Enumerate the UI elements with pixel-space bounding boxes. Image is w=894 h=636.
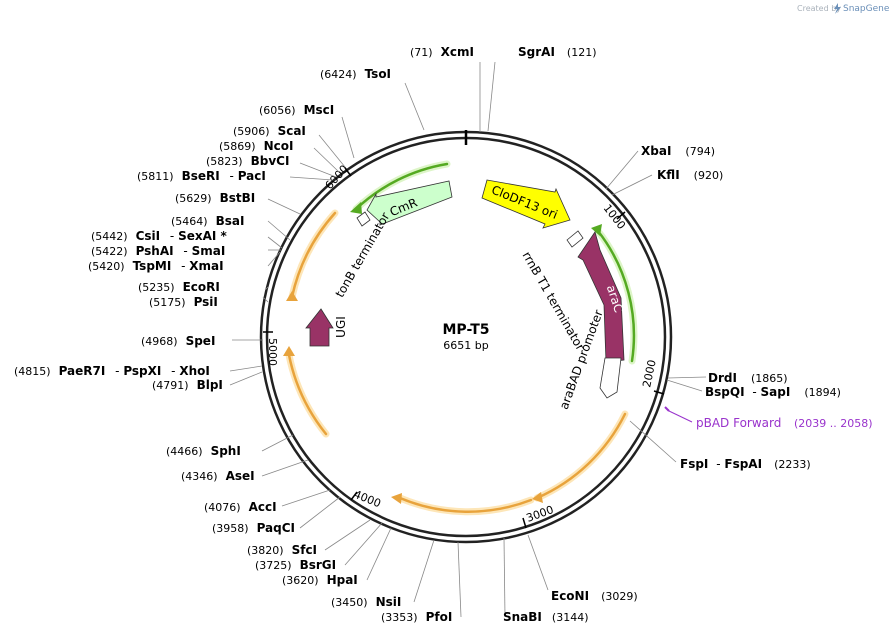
enzyme-hpai[interactable]: (3620)HpaI [282,573,358,587]
plasmid-size: 6651 bp [443,339,488,352]
enzyme-bsai[interactable]: (5464)BsaI [171,214,244,228]
enzyme-blpi[interactable]: (4791)BlpI [152,378,223,392]
plasmid-name: MP-T5 [443,322,490,338]
ugi-feature[interactable] [305,308,334,347]
orf-arcs [285,160,638,516]
enzyme-ecori[interactable]: (5235)EcoRI [138,280,220,294]
enzyme-sphi[interactable]: (4466)SphI [166,444,241,458]
primer-mark [664,406,670,412]
enzyme-bbvci[interactable]: (5823)BbvCI [206,154,289,168]
enzyme-bspqi-sapi[interactable]: BspQI - SapI(1894) [705,385,841,399]
enzyme-drdi[interactable]: DrdI(1865) [708,371,788,385]
tick-label: 2000 [640,359,659,389]
enzyme-paqci[interactable]: (3958)PaqCI [212,521,295,535]
enzyme-scai[interactable]: (5906)ScaI [233,124,306,138]
enzyme-fspi-fspai[interactable]: FspI - FspAI(2233) [680,457,811,471]
enzyme-xcmi[interactable]: (71)XcmI [410,45,474,59]
enzyme-paer7i-pspxi-xhoi[interactable]: (4815)PaeR7I - PspXI - XhoI [14,364,210,378]
enzyme-xbai[interactable]: XbaI(794) [641,144,715,158]
enzyme-snabi[interactable]: SnaBI(3144) [503,610,588,624]
primer-range: (2039 .. 2058) [794,417,873,430]
enzyme-msci[interactable]: (6056)MscI [259,103,334,117]
primer-name[interactable]: pBAD Forward [696,416,781,430]
enzyme-bstbi[interactable]: (5629)BstBI [175,191,255,205]
enzyme-leaders [229,61,707,618]
arabad-promoter-feature[interactable] [599,357,622,399]
enzyme-asei[interactable]: (4346)AseI [181,469,255,483]
rrnb-t1-terminator-label: rrnB T1 terminator [519,249,587,353]
enzyme-econi[interactable]: EcoNI(3029) [551,589,638,603]
snapgene-brand: SnapGene [843,4,890,14]
enzyme-nsii[interactable]: (3450)NsiI [331,595,401,609]
enzyme-kfli[interactable]: KflI(920) [657,168,723,182]
enzyme-acci[interactable]: (4076)AccI [204,500,277,514]
enzyme-spei[interactable]: (4968)SpeI [141,334,215,348]
tick-label: 5000 [266,338,279,366]
enzyme-sgrai[interactable]: SgrAI(121) [518,45,597,59]
enzyme-bsrgi[interactable]: (3725)BsrGI [255,558,336,572]
scale-ticks [263,167,665,529]
tonb-terminator-feature[interactable] [356,211,371,227]
enzyme-sfci[interactable]: (3820)SfcI [247,543,317,557]
cmr-feature[interactable] [366,180,453,226]
rrnb-t1-terminator-feature[interactable] [566,230,584,248]
enzyme-bseri-paci[interactable]: (5811)BseRI - PacI [137,169,266,183]
enzyme-tspmi-xmai[interactable]: (5420)TspMI - XmaI [88,259,224,273]
primer-leader [668,410,693,423]
orf-arrowheads [283,202,602,504]
tick-label: 4000 [352,488,383,511]
enzyme-ncoi[interactable]: (5869)NcoI [219,139,293,153]
ugi-label: UGI [334,316,348,338]
enzyme-pfoi[interactable]: (3353)PfoI [381,610,452,624]
created-by-text: Created by [797,4,841,13]
snapgene-logo-icon [834,3,841,14]
enzyme-csii-sexai[interactable]: (5442)CsiI - SexAI * [91,229,228,243]
enzyme-labels: (71)XcmI SgrAI(121) (6424)TsoI (6056)Msc… [14,45,841,624]
enzyme-tsoi[interactable]: (6424)TsoI [320,67,391,81]
enzyme-pshai-smai[interactable]: (5422)PshAI - SmaI [91,244,225,258]
enzyme-psii[interactable]: (5175)PsiI [149,295,218,309]
clodf13-ori-feature[interactable] [481,179,571,229]
